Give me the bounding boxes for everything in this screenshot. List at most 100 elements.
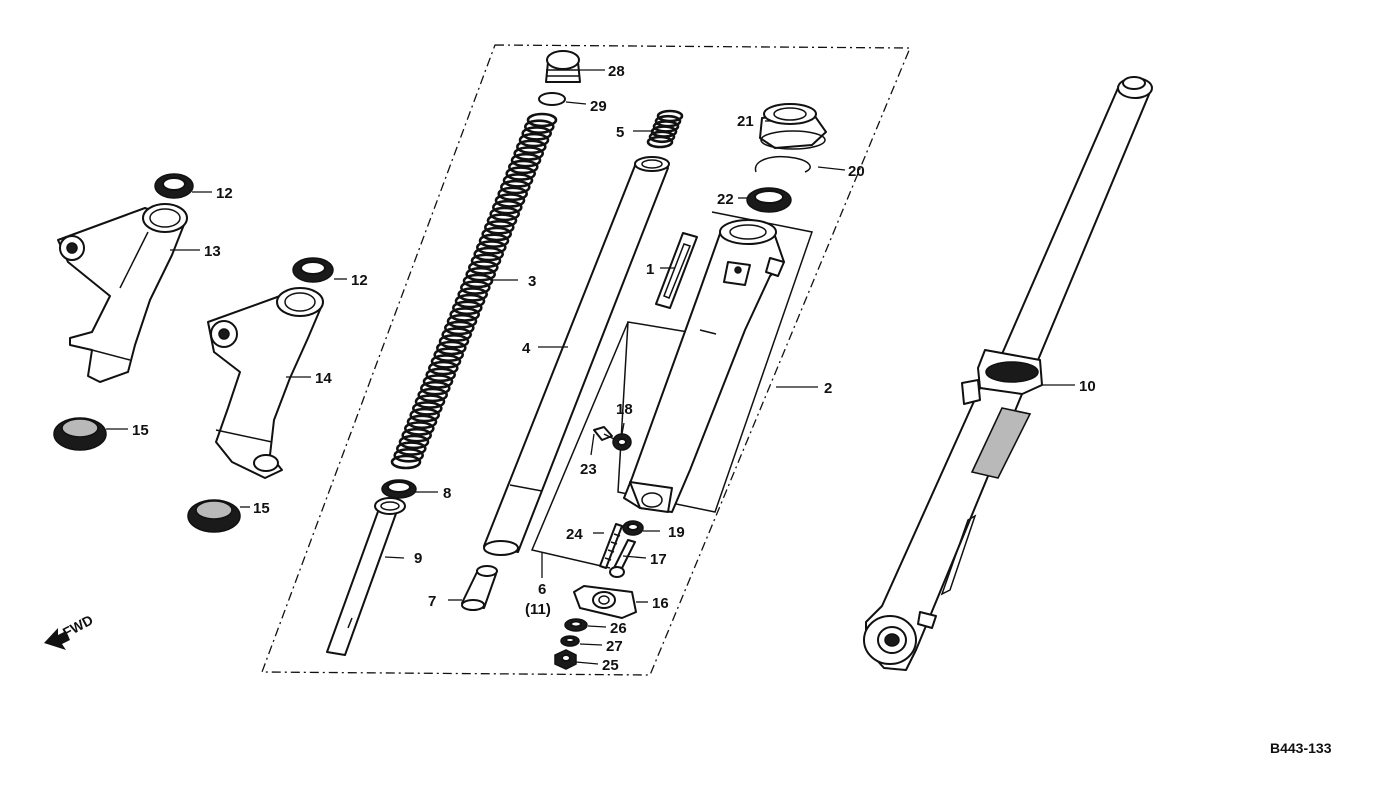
callout-labels: 28 29 5 21 20 22 1 3 4 2 8 9 7 6 (11) 24… — [132, 63, 1096, 674]
part-6-fork-slider — [623, 219, 785, 513]
spring-coil — [393, 447, 425, 463]
part-3-fork-spring — [390, 112, 558, 470]
spring-coil — [414, 394, 446, 409]
spring-coil — [465, 266, 497, 282]
spring-coil — [395, 441, 427, 456]
callout-24: 24 — [566, 526, 583, 543]
part-9-damper-rod — [326, 497, 406, 656]
part-21-dust-seal — [759, 103, 827, 150]
callout-19: 19 — [668, 524, 685, 541]
spring-coil — [489, 206, 521, 222]
callout-18: 18 — [616, 401, 633, 418]
spring-coil — [486, 213, 518, 228]
callout-23: 23 — [580, 461, 597, 478]
spring-coil — [454, 293, 486, 309]
spring-coil — [457, 287, 489, 302]
spring-coil — [438, 333, 470, 349]
part-1-reflector — [655, 232, 698, 309]
callout-2: 2 — [824, 380, 832, 397]
spring-coil — [521, 126, 553, 141]
leader-lines — [106, 69, 1075, 665]
spring-coil — [401, 427, 433, 443]
spring-coil — [409, 407, 441, 423]
diagram-code: B443-133 — [1270, 740, 1332, 756]
spring-coil — [523, 119, 555, 134]
part-26-washer — [564, 618, 588, 632]
spring-coil — [478, 233, 510, 248]
callout-5: 5 — [616, 124, 624, 141]
callout-16: 16 — [652, 595, 669, 612]
spring-coil — [494, 193, 526, 208]
spring-coil — [417, 387, 449, 403]
callout-25: 25 — [602, 657, 619, 674]
callout-29: 29 — [590, 98, 607, 115]
spring-coil — [425, 367, 457, 383]
spring-coil — [443, 320, 475, 336]
spring-coil — [467, 260, 499, 275]
spring-coil — [510, 152, 542, 168]
spring-coil — [646, 135, 674, 149]
spring-coil — [441, 327, 473, 342]
exploded-group-outline — [261, 44, 911, 676]
callout-17: 17 — [650, 551, 667, 568]
spring-coil — [470, 253, 502, 269]
callout-27: 27 — [606, 638, 623, 655]
spring-coil — [427, 360, 459, 376]
spring-coil — [435, 340, 467, 356]
callout-15-lower: 15 — [253, 500, 270, 517]
spring-coil — [390, 454, 422, 470]
fwd-indicator: FWD — [44, 612, 96, 650]
part-19-washer — [622, 520, 644, 536]
part-13-headlight-bracket-left — [57, 203, 188, 383]
spring-coil — [419, 380, 451, 396]
part-7-oil-lock-piece — [461, 565, 498, 611]
spring-coil — [515, 139, 547, 155]
part-12-upper-seal — [154, 173, 194, 199]
spring-coil — [648, 130, 676, 144]
part-15-grommet-upper — [53, 417, 107, 451]
callout-14: 14 — [315, 370, 332, 387]
spring-coil — [483, 220, 515, 235]
fwd-label: FWD — [60, 612, 96, 641]
callout-26: 26 — [610, 620, 627, 637]
part-23-bolt — [593, 426, 617, 441]
part-15-grommet-lower — [187, 499, 241, 533]
callout-28: 28 — [608, 63, 625, 80]
callout-4: 4 — [522, 340, 531, 357]
spring-coil — [475, 240, 507, 255]
spring-coil — [462, 273, 494, 289]
part-12-lower-seal — [292, 257, 334, 283]
callout-20: 20 — [848, 163, 865, 180]
spring-coil — [473, 246, 505, 262]
callout-6: 6 — [538, 581, 546, 598]
spring-coil — [481, 226, 513, 242]
part-5-spring-short — [646, 109, 684, 149]
part-24-stud-bolt — [599, 523, 623, 569]
part-14-headlight-bracket-right — [207, 287, 324, 479]
spring-coil — [422, 374, 454, 389]
spring-coil — [449, 307, 481, 322]
spring-coil — [430, 354, 462, 369]
part-27-washer — [560, 635, 580, 647]
spring-coil — [513, 146, 545, 161]
spring-coil — [499, 179, 531, 195]
spring-coil — [497, 186, 529, 202]
callout-12-upper: 12 — [216, 185, 233, 202]
part-29-o-ring — [538, 92, 566, 106]
spring-coil — [491, 199, 523, 215]
callout-8: 8 — [443, 485, 451, 502]
callout-3: 3 — [528, 273, 536, 290]
spring-coil — [446, 313, 478, 329]
part-28-fork-bolt — [545, 50, 581, 83]
spring-coil — [507, 159, 539, 175]
callout-22: 22 — [717, 191, 734, 208]
spring-coil — [403, 421, 435, 436]
fwd-arrow-icon — [44, 628, 70, 650]
spring-coil — [411, 401, 443, 416]
part-18-washer — [612, 433, 632, 451]
spring-coil — [518, 132, 550, 148]
part-25-nut — [554, 649, 577, 670]
spring-coil — [459, 280, 491, 295]
spring-coil — [526, 112, 558, 128]
